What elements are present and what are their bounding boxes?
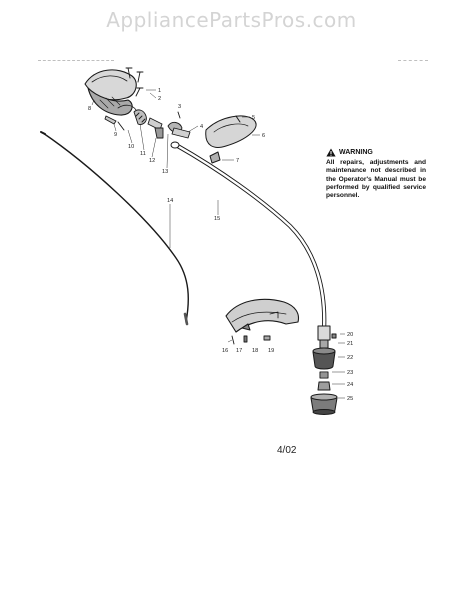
strap-clip <box>205 115 257 164</box>
callout-1: 1 <box>158 88 161 94</box>
callout-9: 9 <box>114 132 117 138</box>
handle-assembly <box>84 69 137 116</box>
callout-5: 5 <box>252 115 255 121</box>
leader-lines <box>91 89 345 399</box>
callout-25: 25 <box>347 396 353 402</box>
site-watermark: AppliancePartsPros.com <box>106 8 357 32</box>
header-rule-left <box>38 60 114 61</box>
callout-2: 2 <box>158 96 161 102</box>
callout-13: 13 <box>162 169 168 175</box>
warning-triangle-icon <box>326 148 336 157</box>
callout-24: 24 <box>347 382 353 388</box>
callout-22: 22 <box>347 355 353 361</box>
callout-19: 19 <box>268 348 274 354</box>
warning-title: WARNING <box>339 149 373 156</box>
callout-6: 6 <box>262 133 265 139</box>
callout-15: 15 <box>214 216 220 222</box>
flex-drive-cable <box>40 131 189 326</box>
warning-notice: WARNING All repairs, adjustments and mai… <box>326 148 426 200</box>
callout-3: 3 <box>178 104 181 110</box>
callout-16: 16 <box>222 348 228 354</box>
revision-date: 4/02 <box>277 445 297 456</box>
callout-labels: 1 2 3 4 5 6 7 8 9 10 11 12 13 14 15 16 1… <box>88 88 353 402</box>
callout-8: 8 <box>88 106 91 112</box>
callout-17: 17 <box>236 348 242 354</box>
callout-10: 10 <box>128 144 134 150</box>
callout-7: 7 <box>236 158 239 164</box>
warning-body: All repairs, adjustments and maintenance… <box>326 159 426 200</box>
drive-shaft-tube <box>170 141 327 333</box>
callout-11: 11 <box>140 151 146 157</box>
trimmer-head-assembly <box>310 325 338 415</box>
header-rule-right <box>398 60 428 61</box>
callout-14: 14 <box>167 198 173 204</box>
callout-20: 20 <box>347 332 353 338</box>
callout-12: 12 <box>149 158 155 164</box>
callout-21: 21 <box>347 341 353 347</box>
callout-18: 18 <box>252 348 258 354</box>
callout-23: 23 <box>347 370 353 376</box>
guard-hardware <box>231 335 271 345</box>
trimmer-guard <box>225 298 300 333</box>
callout-4: 4 <box>200 124 203 130</box>
screws <box>125 67 144 97</box>
small-hardware <box>171 111 191 139</box>
